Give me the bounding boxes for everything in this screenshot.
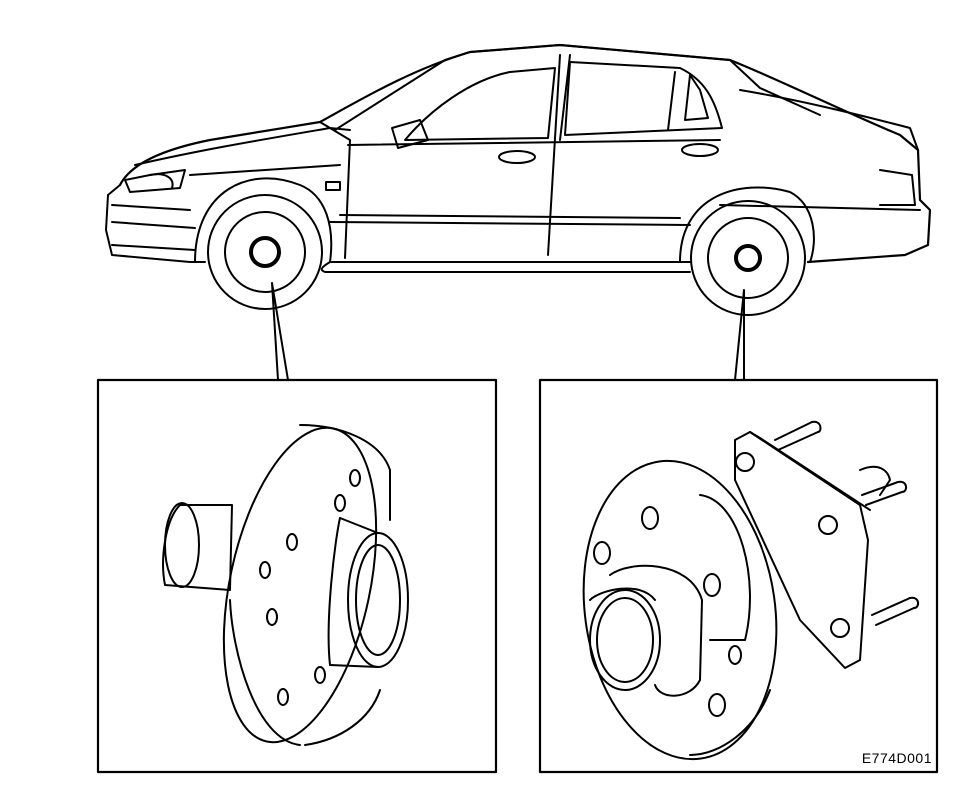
- rear-wheel-hub-with-studs: [582, 420, 920, 761]
- car-side-view: [105, 43, 932, 273]
- rear-wheel: [690, 200, 806, 316]
- front-hub-detail-frame: [96, 378, 498, 774]
- front-wheel-hub: [162, 424, 409, 746]
- rear-callout-leader: [734, 289, 745, 381]
- front-wheel: [207, 194, 323, 310]
- figure-reference-code: E774D001: [861, 750, 932, 766]
- rear-hub-detail-frame: [538, 378, 939, 774]
- front-callout-leader: [271, 282, 301, 381]
